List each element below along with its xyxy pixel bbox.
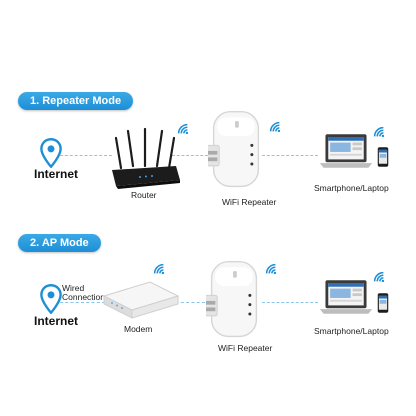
connector-repeater-devices-1	[262, 155, 318, 156]
section-2-title: 2. AP Mode	[30, 237, 89, 249]
internet-label-1: Internet	[34, 167, 79, 181]
internet-label-2: Internet	[34, 314, 79, 328]
connector-internet-router-1	[60, 155, 112, 156]
wifi-signal-icon	[373, 271, 385, 283]
repeater-label-1: WiFi Repeater	[222, 197, 277, 207]
smartphone-icon	[377, 147, 389, 167]
connector-internet-modem-2	[60, 302, 105, 303]
modem-icon	[102, 281, 180, 319]
wifi-signal-icon	[373, 126, 385, 138]
location-pin-icon	[40, 284, 62, 314]
wired-connection-label: Wired Connection	[62, 283, 106, 302]
devices-label-2: Smartphone/Laptop	[314, 326, 389, 336]
router-icon	[112, 127, 180, 189]
wifi-signal-icon	[177, 123, 189, 135]
modem-label: Modem	[124, 324, 153, 334]
section-2-title-pill: 2. AP Mode	[18, 234, 101, 252]
router-label: Router	[131, 190, 157, 200]
laptop-icon	[319, 280, 373, 314]
location-pin-icon	[40, 138, 62, 168]
smartphone-icon	[377, 293, 389, 313]
devices-label-1: Smartphone/Laptop	[314, 183, 389, 193]
repeater-label-2: WiFi Repeater	[218, 343, 273, 353]
section-1-title: 1. Repeater Mode	[30, 95, 122, 107]
wifi-repeater-icon	[206, 261, 258, 338]
connector-router-repeater-1	[172, 155, 208, 156]
connector-repeater-devices-2	[262, 302, 318, 303]
connector-modem-repeater-2	[165, 302, 205, 303]
wifi-signal-icon	[269, 121, 281, 133]
wifi-signal-icon	[153, 263, 165, 275]
wifi-signal-icon	[265, 263, 277, 275]
wifi-repeater-icon	[208, 111, 260, 188]
laptop-icon	[319, 134, 373, 168]
section-1-title-pill: 1. Repeater Mode	[18, 92, 134, 110]
